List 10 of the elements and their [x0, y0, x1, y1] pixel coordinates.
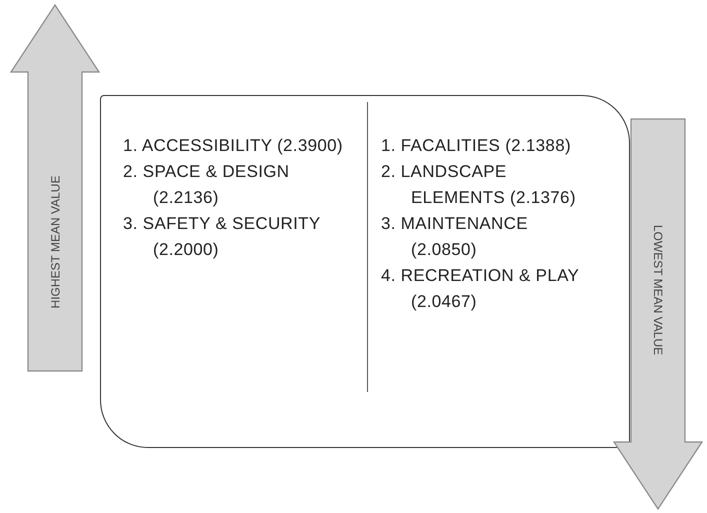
arrow-label: HIGHEST MEAN VALUE — [48, 176, 62, 308]
list-item: 2. SPACE & DESIGN (2.2136) — [123, 161, 290, 209]
list-item: 3. SAFETY & SECURITY (2.2000) — [123, 213, 322, 261]
arrow-label: LOWEST MEAN VALUE — [651, 224, 666, 356]
list-item: 1. ACCESSIBILITY (2.3900) — [123, 135, 344, 157]
list-item: 2. LANDSCAPE ELEMENTS (2.1376) — [381, 161, 577, 209]
list-item: 4. RECREATION & PLAY (2.0467) — [381, 265, 580, 313]
list-item: 1. FACALITIES (2.1388) — [381, 135, 572, 157]
list-item: 3. MAINTENANCE (2.0850) — [381, 213, 529, 261]
rounded-panel — [100, 95, 630, 448]
